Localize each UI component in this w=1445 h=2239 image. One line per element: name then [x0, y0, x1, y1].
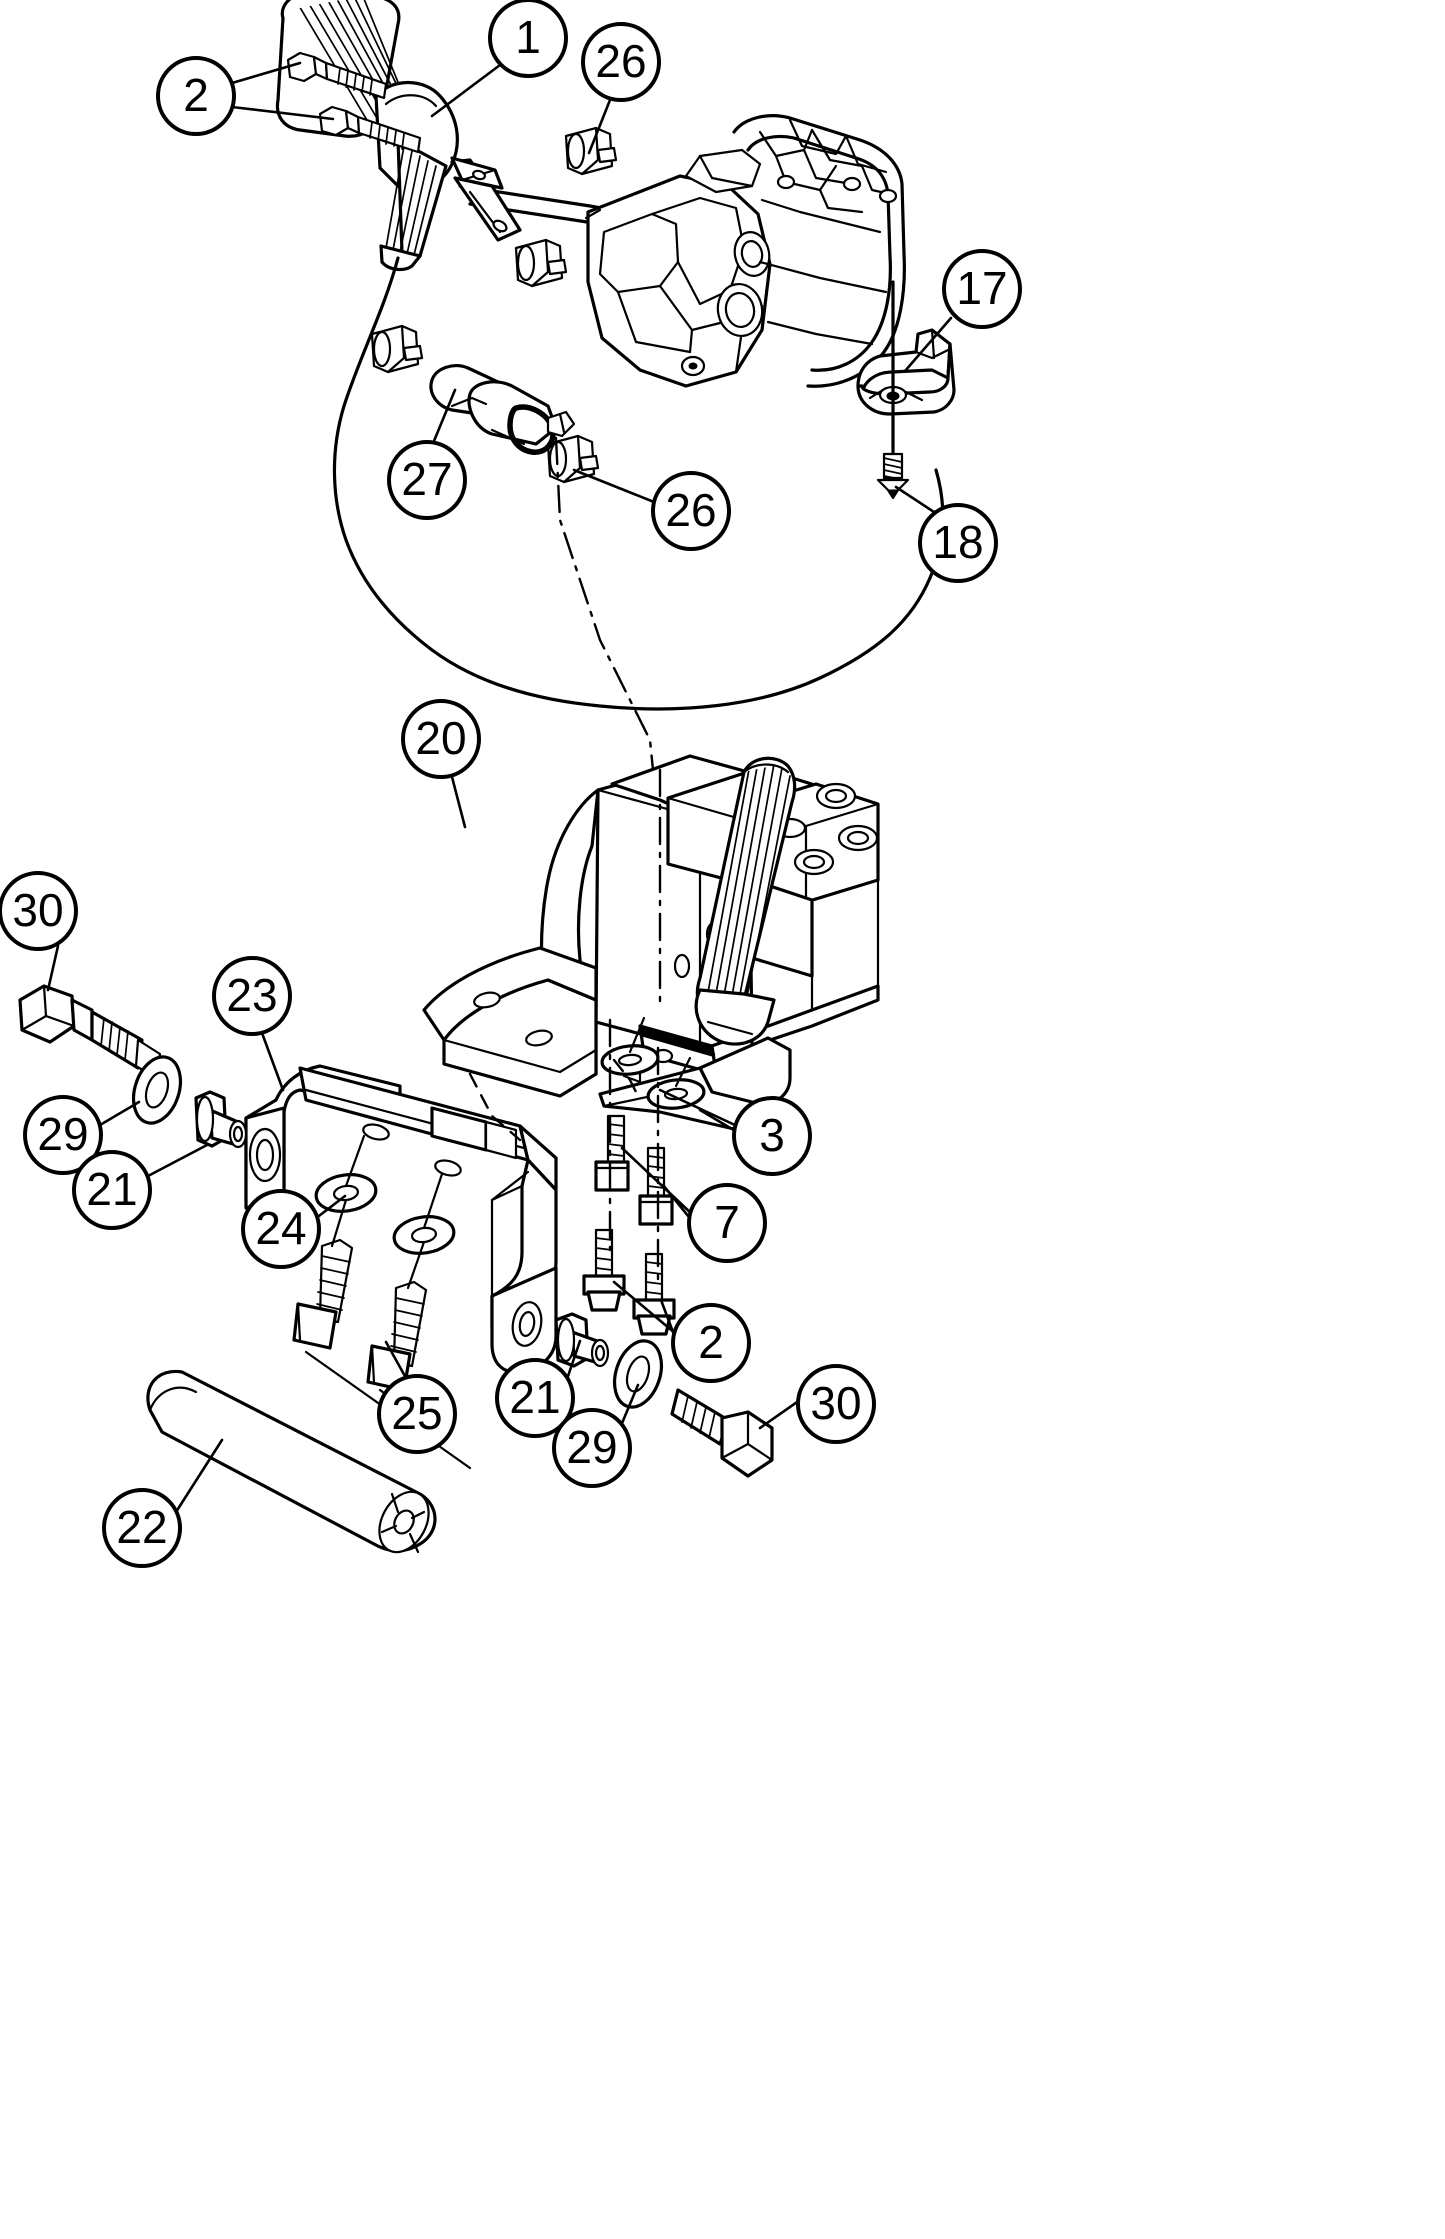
screw-threads-25a — [316, 1255, 351, 1311]
screw-threads-18 — [883, 457, 903, 480]
callout-label: 18 — [932, 516, 984, 568]
callout-label: 29 — [566, 1421, 618, 1473]
callout-label: 22 — [116, 1501, 168, 1553]
hex-head-bolt-30-right — [670, 1388, 774, 1478]
callout-label: 25 — [391, 1387, 443, 1439]
flat-washer-29-left — [131, 1055, 183, 1125]
top-handle-assembly — [275, 0, 956, 711]
callout-balloon-23[interactable]: 23 — [212, 956, 292, 1036]
hex-flange-bolt-upper-1 — [286, 51, 388, 100]
thread-lines-2 — [369, 121, 405, 150]
callout-balloon-29b[interactable]: 29 — [552, 1408, 632, 1488]
callout-balloon-18[interactable]: 18 — [918, 503, 998, 583]
callout-label: 27 — [401, 453, 453, 505]
callout-label: 17 — [956, 262, 1008, 314]
pan-head-screw-25-b — [366, 1280, 428, 1392]
hidden-line-bracket-2 — [612, 1058, 642, 1102]
callout-label: 29 — [37, 1108, 89, 1160]
rubber-bushing-b — [514, 238, 568, 288]
thread-lines-30r — [681, 1395, 716, 1439]
rear-handle-frame — [732, 114, 906, 388]
spacer-bushing-21-left — [194, 1090, 248, 1149]
callout-balloon-2a[interactable]: 2 — [156, 56, 236, 136]
callout-label: 7 — [714, 1196, 740, 1248]
hex-flange-bolt-lower-1 — [582, 1228, 626, 1312]
flat-washer-3-b — [646, 1078, 706, 1110]
thread-lines-30l — [100, 1017, 129, 1061]
callout-balloon-26a[interactable]: 26 — [581, 22, 661, 102]
callout-label: 26 — [595, 35, 647, 87]
pivot-link-27 — [429, 364, 576, 455]
spacer-bushing-21-right — [554, 1312, 610, 1368]
thread-lines-1 — [337, 67, 373, 96]
callout-label: 20 — [415, 712, 467, 764]
screw-threads-25b — [390, 1297, 425, 1353]
hex-flange-bolt-upper-2 — [318, 105, 422, 154]
hex-head-bolt-30-left — [18, 984, 162, 1080]
pan-head-screw-25-a — [292, 1238, 354, 1350]
callout-balloon-27[interactable]: 27 — [387, 440, 467, 520]
handle-grip-lower — [379, 138, 448, 272]
callout-balloon-7[interactable]: 7 — [687, 1183, 767, 1263]
callout-label: 2 — [698, 1316, 724, 1368]
rubber-bushing-c — [370, 324, 424, 374]
callout-balloon-21a[interactable]: 21 — [72, 1150, 152, 1230]
callout-balloon-20[interactable]: 20 — [401, 699, 481, 779]
callout-label: 3 — [759, 1109, 785, 1161]
callout-label: 30 — [12, 884, 64, 936]
roller-tube-22 — [146, 1369, 437, 1554]
callout-balloon-1[interactable]: 1 — [488, 0, 568, 78]
rubber-bushing-d — [546, 434, 600, 484]
callout-balloon-21b[interactable]: 21 — [495, 1358, 575, 1438]
hidden-line-bracket — [468, 1072, 522, 1142]
callout-label: 21 — [509, 1371, 561, 1423]
callout-balloon-30a[interactable]: 30 — [0, 871, 78, 951]
callout-balloon-30b[interactable]: 30 — [796, 1364, 876, 1444]
callout-balloon-24[interactable]: 24 — [241, 1189, 321, 1269]
callout-balloon-29a[interactable]: 29 — [23, 1095, 103, 1175]
callout-balloon-25[interactable]: 25 — [377, 1374, 457, 1454]
callout-label: 2 — [183, 69, 209, 121]
callout-label: 30 — [810, 1377, 862, 1429]
callout-label: 21 — [86, 1163, 138, 1215]
self-tapping-screw-18 — [876, 280, 910, 500]
bottom-carriage-assembly — [18, 754, 880, 1554]
callout-label: 23 — [226, 969, 278, 1021]
callout-label: 1 — [515, 11, 541, 63]
socket-cap-screw-7-a — [594, 1114, 630, 1192]
flat-washer-24-b — [392, 1215, 456, 1255]
socket-cap-screw-7-b — [638, 1146, 674, 1226]
flat-washer-24-a — [314, 1173, 378, 1213]
u-shaped-bracket-23 — [244, 1064, 558, 1374]
callout-label: 24 — [255, 1202, 307, 1254]
callout-balloon-2b[interactable]: 2 — [671, 1303, 751, 1383]
leader-lines — [46, 61, 953, 1514]
callout-balloon-17[interactable]: 17 — [942, 249, 1022, 329]
callout-balloon-26b[interactable]: 26 — [651, 471, 731, 551]
flat-washer-29-right — [612, 1339, 664, 1409]
engine-housing — [584, 148, 772, 388]
callout-balloon-3[interactable]: 3 — [732, 1096, 812, 1176]
callout-balloon-22[interactable]: 22 — [102, 1488, 182, 1568]
callout-label: 26 — [665, 484, 717, 536]
